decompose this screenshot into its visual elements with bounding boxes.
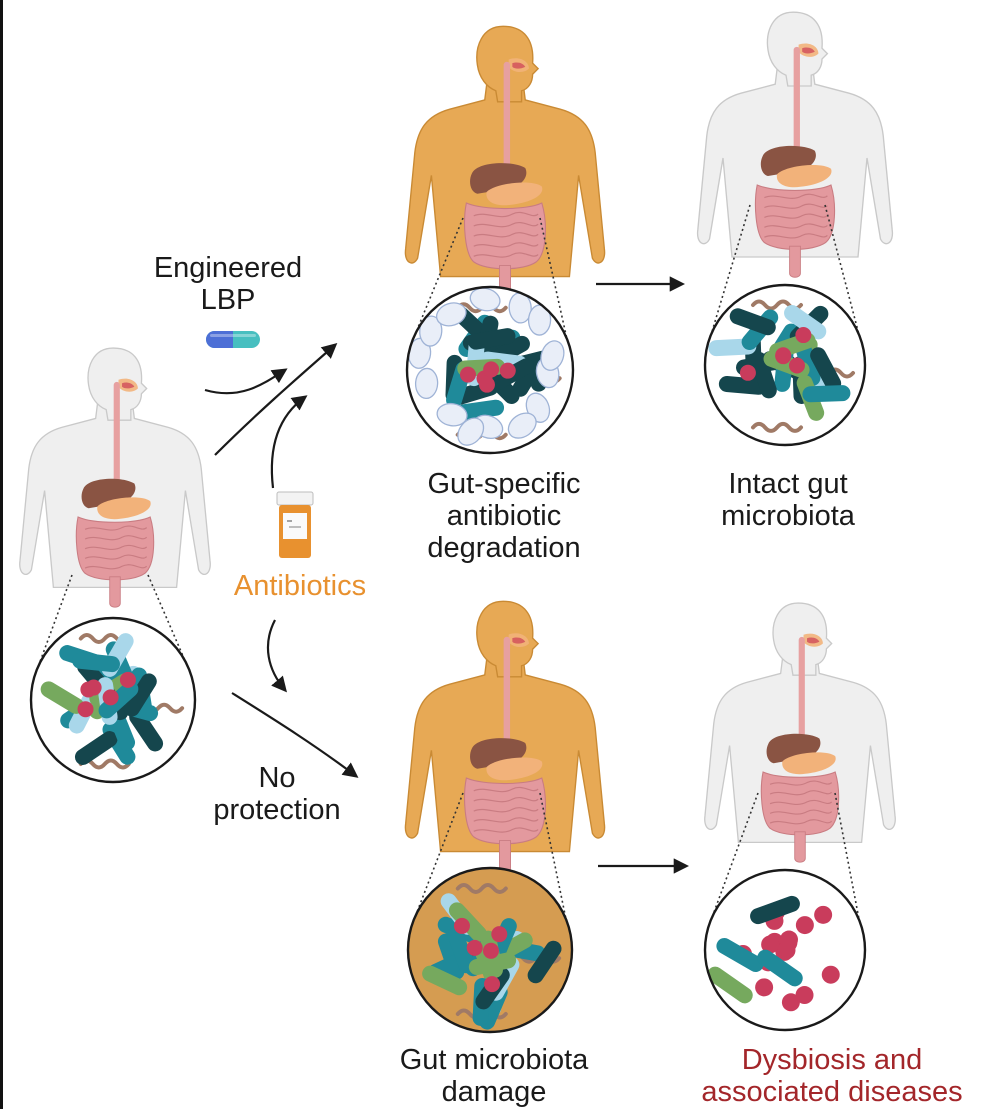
rod-bacteria-icon — [98, 681, 139, 719]
red-cocci-icon — [459, 366, 476, 383]
rod-bacteria-icon — [707, 966, 753, 1004]
red-cocci-icon — [739, 364, 756, 381]
pill-bottle-icon — [276, 491, 314, 558]
zoom-lines — [709, 792, 861, 922]
antibiotics-down-arrow — [266, 619, 287, 693]
engineered-lbp-label: Engineered LBP — [153, 252, 303, 316]
human-figure-icon-dysbiosis — [704, 602, 896, 863]
microbiota-circle-intact — [703, 283, 867, 447]
red-cocci-icon — [484, 976, 501, 993]
no-protection-label: No protection — [213, 762, 341, 826]
rod-bacteria-icon — [718, 376, 767, 395]
rod-bacteria-icon — [802, 385, 851, 403]
antibiotics-up-arrow — [270, 395, 308, 489]
red-cocci-icon — [119, 671, 136, 688]
zoom-lines — [412, 792, 568, 921]
zoom-lines — [412, 217, 568, 341]
rod-bacteria-icon — [129, 708, 164, 752]
microbiota-circle-initial — [29, 616, 197, 784]
engineered-lbp-cell-icon — [436, 402, 468, 427]
rod-bacteria-icon — [527, 940, 562, 984]
rod-bacteria-icon — [40, 681, 85, 714]
red-cocci-icon — [453, 917, 470, 934]
red-cocci-icon — [795, 986, 814, 1005]
red-cocci-icon — [788, 357, 805, 374]
human-figure-icon-initial — [19, 347, 211, 608]
microbiota-circle-degradation — [405, 285, 575, 455]
red-cocci-icon — [478, 376, 495, 393]
red-cocci-icon — [483, 361, 500, 378]
red-cocci-icon — [466, 939, 483, 956]
red-cocci-icon — [85, 679, 102, 696]
human-figure-icon-intact — [696, 11, 894, 278]
engineered-lbp-cell-icon — [469, 287, 501, 312]
red-cocci-icon — [482, 942, 499, 959]
red-cocci-icon — [795, 327, 812, 344]
left-border — [0, 0, 3, 1109]
red-cocci-icon — [814, 905, 833, 924]
red-cocci-icon — [491, 926, 508, 943]
intact-microbiota-label: Intact gut microbiota — [721, 468, 855, 532]
red-cocci-icon — [102, 689, 119, 706]
human-figure-icon-treated-bottom — [404, 600, 606, 873]
human-figure-icon-treated-top — [404, 25, 606, 298]
engineered-lbp-cell-icon — [419, 315, 443, 347]
rod-bacteria-icon — [750, 351, 777, 399]
red-cocci-icon — [775, 348, 792, 365]
red-cocci-icon — [499, 362, 516, 379]
main-arrow-top — [214, 342, 338, 456]
red-cocci-icon — [777, 941, 796, 960]
rod-bacteria-icon — [468, 952, 517, 976]
dysbiosis-label: Dysbiosis and associated diseases — [701, 1044, 963, 1108]
capsule-icon — [206, 331, 260, 348]
microbiota-circle-dysbiosis — [703, 868, 867, 1032]
engineered-lbp-cell-icon — [435, 302, 467, 327]
engineered-lbp-cell-icon — [540, 340, 565, 371]
engineered-lbp-cell-icon — [507, 412, 537, 439]
rod-bacteria-icon — [512, 353, 545, 397]
antibiotics-label: Antibiotics — [233, 570, 367, 602]
rod-bacteria-icon — [784, 305, 827, 340]
rod-bacteria-icon — [123, 673, 157, 717]
red-cocci-icon — [821, 965, 840, 984]
gut-specific-degradation-label: Gut-specific antibiotic degradation — [427, 468, 581, 564]
engineered-lbp-cell-icon — [457, 417, 485, 446]
rod-bacteria-icon — [456, 399, 505, 421]
red-cocci-icon — [795, 916, 814, 935]
rod-bacteria-icon — [716, 938, 764, 972]
microbiota-circle-damage — [406, 866, 574, 1034]
rod-bacteria-icon — [422, 965, 468, 996]
main-arrow-bottom — [231, 692, 359, 778]
rod-bacteria-icon — [810, 347, 842, 392]
microbiota-damage-label: Gut microbiota damage — [399, 1044, 589, 1108]
rod-bacteria-icon — [72, 652, 120, 673]
rod-bacteria-icon — [757, 949, 803, 987]
red-cocci-icon — [77, 701, 94, 718]
red-cocci-icon — [781, 993, 800, 1012]
rod-bacteria-icon — [750, 895, 800, 925]
rod-bacteria-icon — [447, 927, 475, 974]
red-cocci-icon — [761, 935, 780, 954]
red-cocci-icon — [755, 978, 774, 997]
rod-bacteria-icon — [74, 731, 118, 765]
arrows — [204, 276, 690, 874]
lbp-arrow — [204, 368, 288, 395]
rod-bacteria-icon — [467, 328, 516, 350]
engineered-lbp-cell-icon — [414, 367, 439, 400]
rod-bacteria-icon — [729, 308, 776, 336]
